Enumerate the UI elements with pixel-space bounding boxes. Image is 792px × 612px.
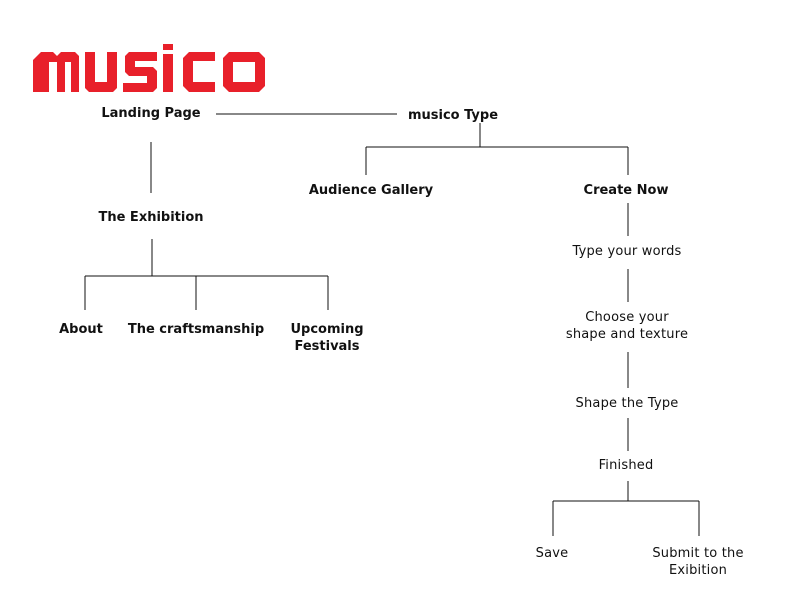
- node-upcoming-festivals-line1: Upcoming: [290, 322, 364, 337]
- node-choose-line2: shape and texture: [565, 327, 689, 342]
- node-audience-gallery: Audience Gallery: [308, 183, 434, 198]
- node-submit-line1: Submit to the: [652, 546, 744, 561]
- node-create-now: Create Now: [583, 183, 669, 198]
- node-upcoming-festivals: Upcoming Festivals: [272, 321, 382, 355]
- node-submit-line2: Exibition: [668, 563, 728, 578]
- node-submit-to-exhibition: Submit to the Exibition: [636, 545, 760, 579]
- node-choose-line1: Choose your: [585, 310, 669, 325]
- musico-logo: [33, 44, 265, 92]
- node-upcoming-festivals-line2: Festivals: [294, 339, 360, 354]
- node-finished: Finished: [598, 458, 654, 473]
- node-landing-page: Landing Page: [101, 106, 201, 121]
- node-about: About: [59, 322, 103, 337]
- node-type-your-words: Type your words: [572, 244, 682, 259]
- node-musico-type: musico Type: [407, 108, 499, 123]
- node-the-craftsmanship: The craftsmanship: [127, 322, 265, 337]
- node-save: Save: [535, 546, 569, 561]
- node-shape-the-type: Shape the Type: [575, 396, 679, 411]
- node-the-exhibition: The Exhibition: [98, 210, 204, 225]
- node-choose-shape-texture: Choose your shape and texture: [541, 309, 713, 343]
